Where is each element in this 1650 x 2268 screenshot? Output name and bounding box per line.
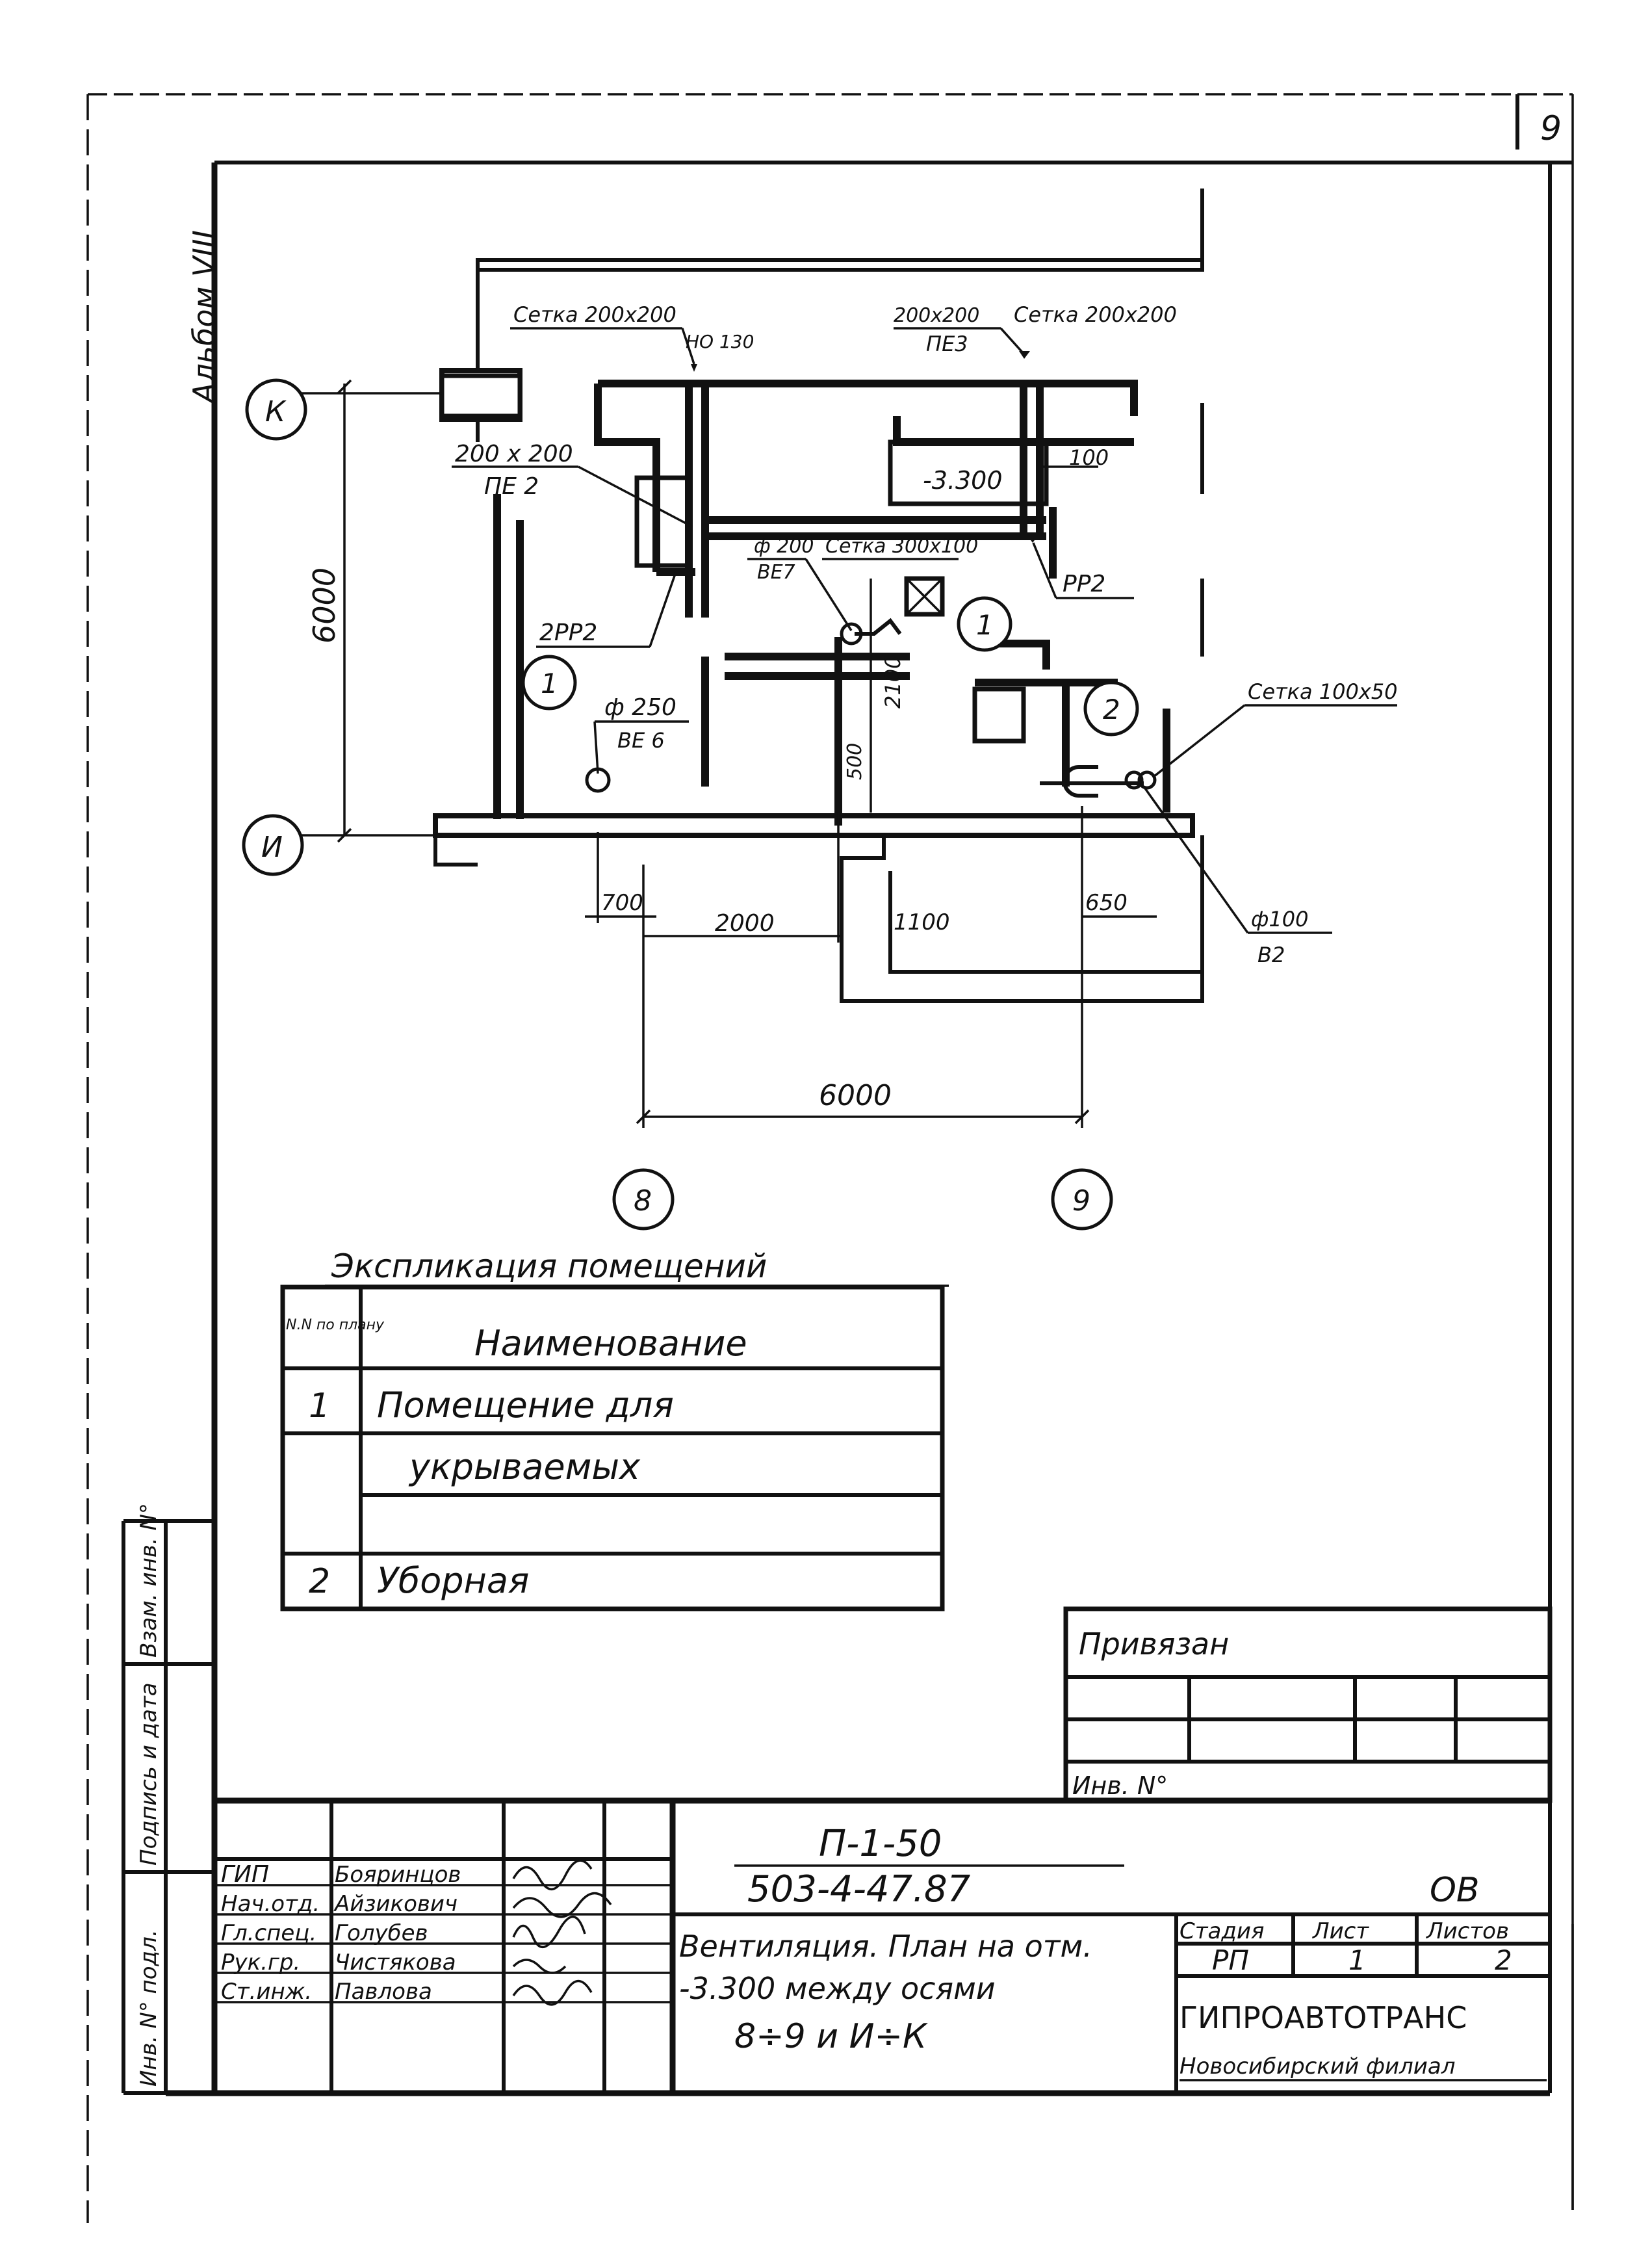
signatures: [512, 1859, 612, 2006]
label-b2: В2: [1257, 943, 1285, 967]
side-sign-date: Подпись и дата: [136, 1682, 162, 1866]
section-code: ОВ: [1430, 1871, 1480, 1910]
album-label: Альбом VIII: [187, 230, 222, 405]
staff-name-2: Айзикович: [333, 1891, 458, 1917]
axis-9: 9: [1072, 1184, 1090, 1218]
side-replace-inv: Взам. инв. N°: [136, 1503, 162, 1658]
label-pe3: ПЕ3: [926, 332, 968, 356]
plan-labels: Сетка 200х200 НО 130 200х200 ПЕ3 Сетка 2…: [452, 302, 1398, 967]
dim-6000-horizontal: 6000: [819, 1079, 892, 1112]
staff-role-5: Ст.инж.: [221, 1979, 312, 2005]
staff-name-1: Бояринцов: [335, 1862, 461, 1888]
dim-650: 650: [1085, 890, 1128, 916]
floor-plan: -3.300: [433, 189, 1204, 1003]
staff-role-4: Рук.гр.: [221, 1949, 300, 1975]
dim-1100: 1100: [894, 909, 950, 935]
col-num-header: N.N по плану: [286, 1317, 385, 1333]
label-grid-right: Сетка 100х50: [1248, 679, 1398, 704]
elevation-label: -3.300: [923, 466, 1003, 495]
sheets-value: 2: [1495, 1944, 1512, 1976]
side-stamp: Инв. N° подл. Подпись и дата Взам. инв. …: [122, 1503, 214, 2095]
binding-block: Привязан Инв. N°: [1063, 1606, 1553, 1803]
label-d200: ф 200: [754, 535, 814, 558]
dim-6000-vertical: 6000: [307, 567, 342, 644]
room-marker-2: 2: [1103, 694, 1120, 725]
axis-8: 8: [634, 1184, 652, 1218]
room-marker-1a: 1: [541, 668, 558, 699]
stage-label: Стадия: [1179, 1918, 1264, 1944]
plan-dimensions: 6000 700 2000 1100 650 6000 2100 500 100: [307, 379, 1157, 1128]
title-line-1: Вентиляция. План на отм.: [679, 1929, 1092, 1964]
col-name-header: Наименование: [474, 1323, 747, 1364]
dim-700: 700: [601, 890, 643, 916]
stage-value: РП: [1212, 1944, 1249, 1976]
axis-markers: К И 8 9 1 1 2: [242, 378, 1139, 1231]
label-duct-pe2-size: 200 х 200: [455, 441, 573, 467]
explication-table: Экспликация помещений N.N по плану Наиме…: [280, 1247, 949, 1611]
label-pe2: ПЕ 2: [484, 473, 539, 500]
bottom-wall: [433, 813, 1195, 838]
label-pp2-left: 2РР2: [539, 619, 597, 646]
label-grid-mid: Сетка 300х100: [825, 535, 978, 558]
room-marker-1b: 1: [976, 609, 994, 641]
label-be6: ВЕ 6: [617, 728, 665, 753]
title-line-2: -3.300 между осями: [679, 1971, 996, 2006]
room-equipment: [972, 686, 1026, 744]
org-name: ГИПРОАВТОТРАНС: [1179, 2000, 1467, 2035]
wall-stub-top-left: [439, 373, 522, 419]
staff-name-3: Голубев: [335, 1920, 428, 1946]
row-3-name: Уборная: [377, 1560, 529, 1601]
label-grid-top-left: Сетка 200х200: [513, 302, 677, 327]
label-grid-top-right-size: 200х200: [894, 304, 979, 327]
dim-500: 500: [844, 743, 866, 780]
dim-2100: 2100: [881, 656, 905, 709]
row-3-num: 2: [309, 1562, 330, 1601]
vent-box: [904, 576, 945, 617]
shaft-mid: [888, 439, 1049, 506]
binding-inv: Инв. N°: [1072, 1771, 1168, 1800]
code-2: 503-4-47.87: [747, 1868, 971, 1910]
sheet-label: Лист: [1311, 1918, 1369, 1944]
sheets-label: Листов: [1425, 1918, 1509, 1944]
dim-2000: 2000: [715, 910, 775, 937]
org-branch: Новосибирский филиал: [1179, 2053, 1455, 2079]
axis-i: И: [261, 831, 283, 864]
label-grid-top-right: Сетка 200х200: [1014, 302, 1177, 327]
axis-k: К: [265, 395, 287, 428]
title-block: ГИП Бояринцов Нач.отд. Айзикович Гл.спец…: [214, 1797, 1550, 2093]
sheet-value: 1: [1348, 1944, 1366, 1976]
binding-title: Привязан: [1079, 1626, 1229, 1662]
sheet-number: 9: [1540, 109, 1562, 148]
label-d100: ф100: [1251, 907, 1308, 932]
row-2-name: укрываемых: [408, 1446, 641, 1487]
label-be7: ВЕ7: [757, 561, 795, 584]
code-1: П-1-50: [819, 1823, 942, 1865]
label-h130: НО 130: [686, 331, 754, 352]
staff-role-3: Гл.спец.: [221, 1920, 316, 1946]
staff-name-4: Чистякова: [335, 1949, 456, 1975]
row-1-name: Помещение для: [377, 1385, 674, 1426]
explication-title: Экспликация помещений: [331, 1247, 767, 1285]
staff-role-2: Нач.отд.: [221, 1891, 320, 1917]
label-pp2: РР2: [1063, 571, 1105, 597]
side-inv-orig: Инв. N° подл.: [136, 1929, 162, 2087]
label-d250: ф 250: [604, 694, 677, 721]
title-line-3: 8÷9 и И÷К: [734, 2017, 928, 2056]
staff-role-1: ГИП: [221, 1861, 269, 1888]
staff-name-5: Павлова: [335, 1979, 432, 2005]
row-1-num: 1: [309, 1387, 330, 1426]
